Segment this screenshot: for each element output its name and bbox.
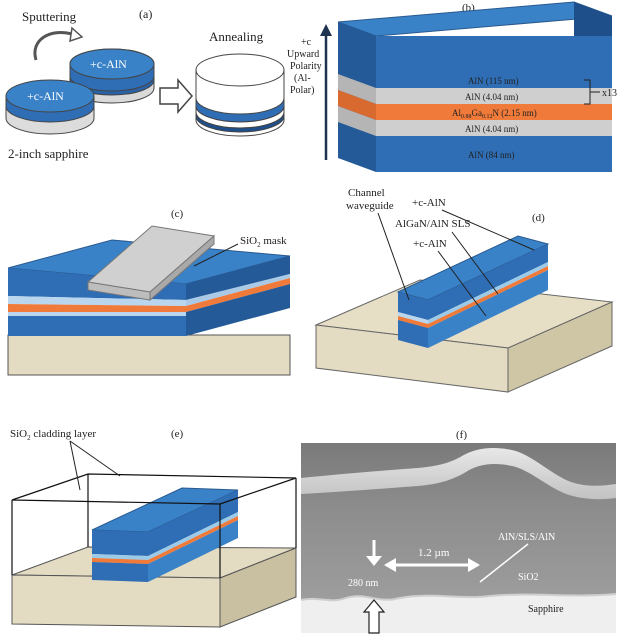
sputtering-arrow-icon — [33, 31, 73, 61]
clad-label-post: cladding layer — [31, 428, 97, 440]
sapphire-label: Sapphire — [528, 604, 564, 615]
layer-aln-404-top: AlN (4.04 nm) — [465, 92, 518, 102]
layer-stack — [337, 1, 613, 172]
cladding-pointer-2 — [69, 440, 81, 491]
polarity-line-2: Upward — [287, 49, 319, 60]
width-label: 1.2 µm — [418, 547, 450, 559]
polarity-arrowhead-icon — [320, 24, 332, 36]
polarity-line-5: Polar) — [290, 85, 314, 96]
sputtering-text: Sputtering — [22, 9, 77, 24]
clad-label-sub: 2 — [27, 434, 31, 442]
algan-sub-2: 0.12 — [482, 114, 493, 120]
panel-f-label: (f) — [456, 429, 467, 441]
stack-pointer-line — [479, 543, 529, 583]
top-aln-pointer-line — [441, 209, 535, 251]
bottom-aln-pointer-line — [437, 250, 487, 317]
wafer-annealed — [195, 53, 285, 137]
sls-pointer-line — [451, 231, 499, 295]
wafer-front: +c-AlN — [5, 79, 95, 135]
repeat-count: x13 — [602, 88, 617, 99]
panel-e: (e) SiO2 cladding layer — [10, 428, 297, 628]
sem-cladding-contour — [301, 448, 616, 500]
panel-d: (d) Channel waveguide +c-AlN AlGaN/AlN S… — [314, 187, 614, 393]
panel-c-label: (c) — [171, 208, 184, 220]
height-arrow-up-icon — [362, 599, 386, 634]
layer-algan: Al0.88Ga0.12N (2.15 nm) — [452, 108, 537, 120]
algan-al: Al — [452, 108, 461, 118]
sapphire-text: 2-inch sapphire — [8, 146, 89, 161]
height-arrow-down-icon — [366, 556, 382, 566]
channel-line-1: Channel — [348, 187, 385, 199]
algan-ga: Ga — [472, 108, 483, 118]
top-aln-label: +c-AlN — [412, 197, 446, 209]
ridge-waveguide — [396, 235, 550, 348]
mask-pointer-line — [193, 243, 239, 267]
sem-interface-line — [300, 593, 617, 602]
panel-f: (f) 1.2 µm 280 nm AlN/SLS/AlN SiO2 Sapph… — [300, 429, 617, 634]
layer-aln-404-bottom: AlN (4.04 nm) — [465, 124, 518, 134]
polarity-line-3: Polarity — [290, 61, 322, 72]
mask-label-pre: SiO — [240, 235, 257, 247]
wafer-back-label: +c-AlN — [90, 57, 127, 71]
algan-sub-1: 0.88 — [461, 114, 472, 120]
panel-b: (b) +c Upward Polarity (Al- Polar) — [287, 1, 617, 172]
bottom-aln-label: +c-AlN — [413, 238, 447, 250]
width-arrow-left-icon — [384, 558, 396, 572]
width-arrow-right-icon — [468, 558, 480, 572]
algan-n: N (2.15 nm) — [493, 108, 537, 118]
panel-a: (a) Sputtering +c-AlN +c-AlN 2-inch sapp… — [5, 7, 285, 161]
sio2-mask-bar — [86, 225, 216, 302]
sio2-label: SiO2 — [518, 572, 539, 583]
ridge-clad — [91, 487, 239, 582]
panel-a-label: (a) — [139, 7, 152, 21]
clad-label-pre: SiO — [10, 428, 27, 440]
channel-pointer-line — [377, 212, 410, 301]
layer-aln-115: AlN (115 nm) — [468, 76, 519, 86]
sem-sapphire-band — [301, 594, 616, 633]
channel-line-2: waveguide — [346, 200, 394, 212]
process-arrow-icon — [159, 78, 193, 114]
height-label: 280 nm — [348, 578, 379, 589]
sputtering-arrow-head — [69, 26, 84, 43]
panel-d-label: (d) — [532, 212, 545, 224]
channel-label: Channel waveguide — [346, 187, 394, 212]
annealing-text: Annealing — [209, 29, 264, 44]
mask-label: SiO2 mask — [240, 235, 287, 249]
stack-label: AlN/SLS/AlN — [498, 532, 555, 543]
mask-label-post: mask — [261, 235, 287, 247]
layer-aln-84: AlN (84 nm) — [468, 150, 515, 160]
polarity-line-4: (Al- — [294, 73, 311, 84]
mask-label-sub: 2 — [257, 241, 261, 249]
cladding-pointer-1 — [69, 440, 121, 477]
polarity-line-1: +c — [301, 37, 312, 48]
wafer-front-label: +c-AlN — [27, 89, 64, 103]
panel-c: (c) SiO2 mask — [7, 208, 291, 376]
cladding-box — [11, 473, 297, 578]
sls-label: AlGaN/AlN SLS — [395, 218, 470, 230]
cladding-label: SiO2 cladding layer — [10, 428, 96, 442]
panel-e-label: (e) — [171, 428, 184, 440]
polarity-text: +c Upward Polarity (Al- Polar) — [287, 37, 322, 96]
